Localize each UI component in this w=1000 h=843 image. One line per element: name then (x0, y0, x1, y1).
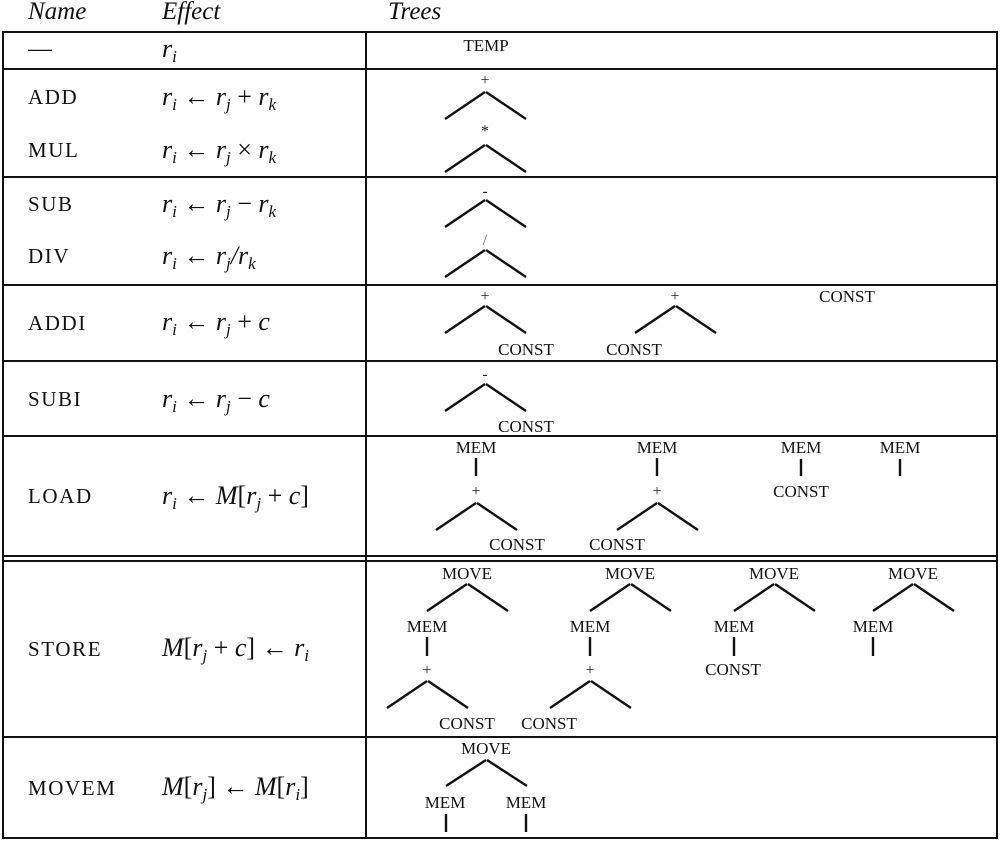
tree-label-move: MOVE (461, 739, 511, 758)
tree-op-plus: + (480, 288, 489, 305)
tree-sub: - (444, 183, 527, 228)
header-effect: Effect (162, 0, 221, 25)
instr-effect: ri ← rj + rk (162, 82, 277, 114)
row-divider (2, 736, 998, 738)
tree-addi-2: + CONST (606, 288, 717, 359)
instr-name: LOAD (28, 484, 93, 508)
tree-op-plus: + (480, 72, 489, 89)
row-divider-double (2, 555, 998, 557)
tree-op-plus: + (652, 483, 661, 500)
tree-store-1: MOVE MEM + CONST (386, 564, 509, 733)
tree-label-mem: MEM (714, 617, 755, 636)
tree-label-move: MOVE (888, 564, 938, 583)
tree-op-div: / (483, 232, 488, 249)
tree-addi-1: + CONST (444, 288, 554, 359)
header-trees: Trees (388, 0, 442, 25)
tree-label-temp: TEMP (463, 36, 508, 55)
tree-load-2: MEM + CONST (589, 438, 699, 554)
table-border-top (2, 31, 998, 33)
tree-label-const: CONST (819, 287, 875, 306)
tree-op-plus: + (422, 662, 431, 679)
tree-op-plus: + (471, 483, 480, 500)
tree-store-4: MOVE MEM (853, 564, 955, 656)
tree-subi: - CONST (444, 366, 554, 436)
instr-name: ADD (28, 85, 79, 109)
tree-label-mem: MEM (853, 617, 894, 636)
instr-effect: ri (162, 34, 177, 66)
table-border-bottom (2, 837, 998, 839)
instr-effect: ri ← rj − c (162, 384, 270, 416)
tree-store-2: MOVE MEM + CONST (521, 564, 672, 733)
tree-label-mem: MEM (407, 617, 448, 636)
instr-effect: M[rj + c] ← ri (162, 633, 309, 665)
tree-store-3: MOVE MEM CONST (705, 564, 816, 679)
tree-op-times: * (481, 123, 489, 140)
row-divider (2, 284, 998, 286)
instr-name: SUB (28, 192, 74, 216)
tree-label-move: MOVE (442, 564, 492, 583)
tree-load-1: MEM + CONST (435, 438, 545, 554)
tree-label-mem: MEM (506, 793, 547, 812)
tree-label-const: CONST (773, 482, 829, 501)
row-divider-double (2, 560, 998, 562)
tree-label-mem: MEM (570, 617, 611, 636)
tree-label-const: CONST (439, 714, 495, 733)
tree-label-mem: MEM (456, 438, 497, 457)
tree-label-const: CONST (589, 535, 645, 554)
tree-label-move: MOVE (605, 564, 655, 583)
tree-label-mem: MEM (781, 438, 822, 457)
row-divider (2, 68, 998, 70)
tree-load-4: MEM (880, 438, 921, 476)
instr-name: — (28, 36, 54, 62)
instr-effect: ri ← rj × rk (162, 135, 277, 167)
tree-label-const: CONST (498, 417, 554, 436)
tree-op-plus: + (670, 288, 679, 305)
instr-effect: ri ← rj + c (162, 307, 270, 339)
tree-op-minus: - (482, 183, 487, 200)
tree-label-const: CONST (705, 660, 761, 679)
tree-op-plus: + (585, 662, 594, 679)
instr-effect: ri ← rj/rk (162, 241, 256, 273)
tree-label-const: CONST (489, 535, 545, 554)
tree-label-const: CONST (498, 340, 554, 359)
instr-name: ADDI (28, 311, 87, 335)
tree-label-move: MOVE (749, 564, 799, 583)
tree-label-const: CONST (521, 714, 577, 733)
instr-name: MOVEM (28, 776, 117, 800)
instr-name: DIV (28, 244, 71, 268)
tree-label-mem: MEM (425, 793, 466, 812)
row-divider (2, 360, 998, 362)
instr-name: STORE (28, 637, 103, 661)
instr-effect: ri ← rj − rk (162, 189, 277, 221)
instr-effect: ri ← M[rj + c] (162, 481, 309, 513)
instr-effect: M[rj] ← M[ri] (162, 772, 309, 804)
tree-label-mem: MEM (637, 438, 678, 457)
tree-add: + (444, 72, 527, 120)
tree-load-3: MEM CONST (773, 438, 829, 501)
row-divider (2, 176, 998, 178)
tree-div: / (444, 232, 527, 278)
row-divider (2, 435, 998, 437)
instr-name: SUBI (28, 387, 83, 411)
tree-movem: MOVE MEM MEM (425, 739, 547, 832)
tree-mul: * (444, 123, 527, 173)
tree-label-const: CONST (606, 340, 662, 359)
tree-op-minus: - (482, 366, 487, 383)
instr-name: MUL (28, 138, 80, 162)
header-name: Name (28, 0, 87, 25)
tree-label-mem: MEM (880, 438, 921, 457)
